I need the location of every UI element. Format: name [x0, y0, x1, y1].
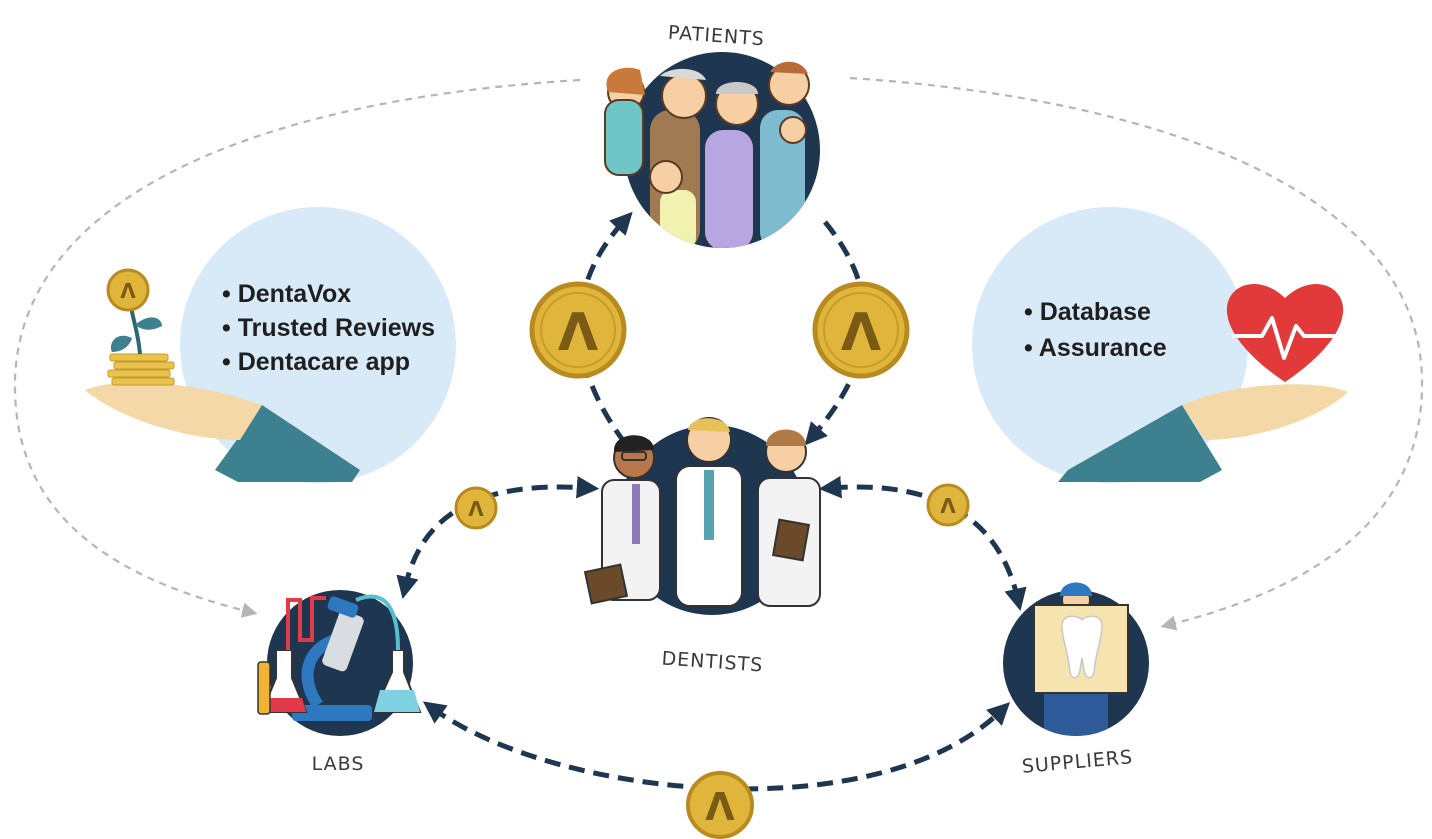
token-coin-left-top: Λ [529, 281, 627, 379]
right-offering-group: • Database • Assurance [972, 207, 1348, 483]
left-hand [85, 382, 262, 440]
gray-arrow-to-suppliers [849, 76, 1424, 631]
lab-tubes [286, 596, 326, 650]
patients-label: PATIENTS [667, 22, 765, 51]
dentists-label: DENTISTS [661, 647, 764, 676]
coin-symbol: Λ [558, 303, 598, 363]
patients-node: PATIENTS [604, 22, 820, 248]
right-sleeve [1058, 405, 1222, 482]
token-coin-right-top: Λ [812, 281, 910, 379]
coin-symbol: Λ [120, 279, 136, 303]
right-bullet-1: • Database [1024, 298, 1151, 326]
coin-symbol: Λ [841, 303, 881, 363]
left-bullet-3: • Dentacare app [222, 348, 410, 376]
left-bullet-1: • DentaVox [222, 280, 351, 308]
coin-symbol: Λ [705, 785, 735, 829]
token-coin-right-small: Λ [926, 483, 970, 527]
flask-icons [257, 649, 422, 715]
token-coin-bottom: Λ [686, 771, 754, 839]
left-offering-list: • DentaVox • Trusted Reviews • Dentacare… [222, 280, 435, 376]
gray-arrow-to-labs [13, 78, 581, 618]
arrow-dentists-to-patients [577, 211, 633, 445]
left-bullet-2: • Trusted Reviews [222, 314, 435, 342]
tooth-icon [1061, 615, 1103, 679]
arrow-labs-dentists [396, 476, 600, 599]
right-offering-list: • Database • Assurance [1024, 298, 1167, 362]
left-offering-group: Λ • DentaVox • Trusted Reviews • Dentaca… [85, 207, 456, 483]
left-sleeve [215, 405, 360, 482]
family-illustration [650, 110, 805, 248]
heart-icon [1226, 284, 1344, 382]
coin-symbol: Λ [940, 494, 956, 518]
dentists-illustration [583, 417, 821, 607]
left-offering-bubble [180, 207, 456, 483]
right-bullet-2: • Assurance [1024, 334, 1167, 362]
token-coin-left-small: Λ [454, 486, 498, 530]
arrow-suppliers-dentists [818, 475, 1027, 611]
outer-gray-loop [13, 76, 1424, 631]
suppliers-label: SUPPLIERS [1021, 746, 1134, 778]
arrow-patients-to-dentists [804, 220, 868, 446]
labs-label: LABS [312, 753, 365, 775]
dentists-node: DENTISTS [583, 417, 821, 677]
labs-node: LABS [257, 590, 422, 775]
sprout-coin-icon: Λ [106, 268, 150, 312]
right-hand [1182, 384, 1348, 440]
supplier-illustration [1044, 690, 1108, 736]
coin-stack-icon [107, 353, 175, 386]
suppliers-node: SUPPLIERS [1003, 582, 1149, 778]
microscope-icon [292, 596, 372, 721]
coin-symbol: Λ [468, 497, 484, 521]
